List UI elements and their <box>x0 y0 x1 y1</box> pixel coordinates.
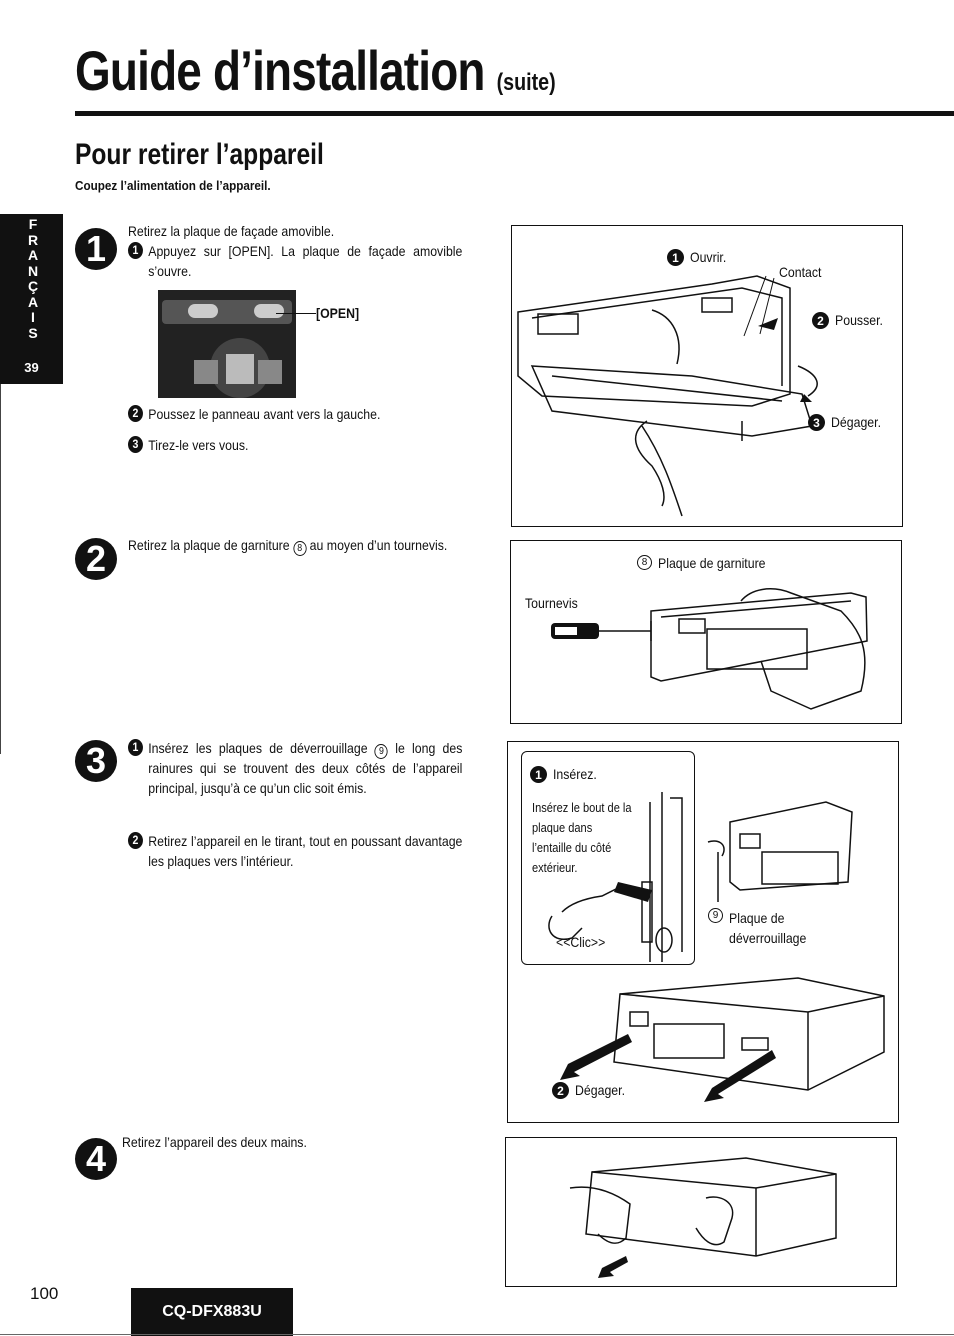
tab-letter: A <box>27 247 39 263</box>
page-number: 100 <box>30 1284 59 1303</box>
trim-plate-illustration <box>551 588 868 710</box>
badge-2: 2 <box>552 1082 569 1099</box>
bottom-rule <box>0 1334 954 1335</box>
ref-8: 8 <box>293 541 307 557</box>
tab-letter: I <box>31 309 35 325</box>
substep-text: Retirez l’appareil en le tirant, tout en… <box>148 833 463 869</box>
open-label: [OPEN] <box>316 305 360 321</box>
tab-letter: Ç <box>27 278 39 294</box>
step-3-substep-1: 1 Insérez les plaques de déverrouillage … <box>128 739 462 798</box>
language-side-tab: F R A N Ç A I S 39 <box>0 214 63 384</box>
open-panel-illustration <box>158 290 296 398</box>
substep-text: Poussez le panneau avant vers la gauche. <box>148 406 381 422</box>
section-title: Pour retirer l’appareil <box>75 138 324 171</box>
label-tournevis: Tournevis <box>525 595 578 611</box>
tab-letter: A <box>27 293 39 310</box>
badge-1: 1 <box>667 249 684 266</box>
faceplate-removal-illustration <box>517 275 818 517</box>
ref-8: 8 <box>637 555 652 570</box>
label-pousser: 2 Pousser. <box>812 312 889 329</box>
inset-insert-plate: 1 Insérez. Insérez le bout de la plaque … <box>521 751 695 965</box>
page-title-main: Guide d’installation <box>75 39 485 102</box>
figure-4-pull-out-unit <box>505 1137 897 1287</box>
figure-1-remove-faceplate: 1 Ouvrir. Contact 2 Pousser. 3 Dégager. <box>511 225 903 527</box>
step-1-substep-3: 3 Tirez-le vers vous. <box>128 436 462 456</box>
step-4-number: 4 <box>75 1138 117 1180</box>
ref-9: 9 <box>708 908 723 923</box>
label-inserez: 1 Insérez. <box>530 766 603 783</box>
figure-3-release-plates: 1 Insérez. Insérez le bout de la plaque … <box>507 741 899 1123</box>
step-1-intro: Retirez la plaque de façade amovible. <box>128 223 335 239</box>
tab-letter: S <box>28 324 38 341</box>
unit-release-illustration <box>560 801 885 1102</box>
label-contact: Contact <box>779 264 822 280</box>
title-rule <box>75 111 954 116</box>
step-1-number: 1 <box>75 228 117 270</box>
model-badge: CQ-DFX883U <box>131 1288 293 1336</box>
label-clic: <<Clic>> <box>556 934 606 950</box>
pull-out-unit-illustration <box>569 1157 837 1278</box>
label-degager: 3 Dégager. <box>808 414 888 431</box>
page-title: Guide d’installation (suite) <box>75 38 556 103</box>
label-plaque-garniture: 8 Plaque de garniture <box>637 555 780 571</box>
tab-letter: N <box>27 262 39 279</box>
badge-2: 2 <box>128 832 143 849</box>
ref-9: 9 <box>374 744 388 760</box>
label-plaque-deverrouillage: 9 Plaque de déverrouillage <box>708 908 849 948</box>
page-title-suffix: (suite) <box>496 69 556 96</box>
step-3-number: 3 <box>75 740 117 782</box>
step-1-substep-2: 2 Poussez le panneau avant vers la gauch… <box>128 405 462 425</box>
badge-2: 2 <box>128 405 143 422</box>
step-4-text: Retirez l’appareil des deux mains. <box>122 1134 307 1150</box>
badge-2: 2 <box>812 312 829 329</box>
side-tab-page: 39 <box>24 360 39 375</box>
open-button-photo <box>158 290 296 398</box>
language-letters: F R A N Ç A I S <box>24 216 42 341</box>
margin-line <box>0 384 1 754</box>
step-1-substep-1: 1 Appuyez sur [OPEN]. La plaque de façad… <box>128 242 462 281</box>
substep-text: Insérez les plaques de déverrouillage 9 … <box>148 740 463 796</box>
badge-1: 1 <box>128 242 143 259</box>
step-3-substep-2: 2 Retirez l’appareil en le tirant, tout … <box>128 832 462 871</box>
inset-illustration <box>548 792 683 962</box>
badge-3: 3 <box>128 436 143 453</box>
badge-1: 1 <box>530 766 547 783</box>
substep-text: Appuyez sur [OPEN]. La plaque de façade … <box>148 243 463 279</box>
substep-text: Tirez-le vers vous. <box>148 437 249 453</box>
badge-1: 1 <box>128 739 143 756</box>
figure-2-trim-plate: 8 Plaque de garniture Tournevis <box>510 540 902 724</box>
step-2-number: 2 <box>75 538 117 580</box>
label-degager-3: 2 Dégager. <box>552 1082 632 1099</box>
tab-letter: R <box>27 231 39 248</box>
step-2-text: Retirez la plaque de garniture 8 au moye… <box>128 536 462 557</box>
inset-note: Insérez le bout de la plaque dans l’enta… <box>532 800 632 875</box>
open-pointer-line <box>276 313 316 314</box>
section-subtitle: Coupez l’alimentation de l’appareil. <box>75 178 271 193</box>
badge-3: 3 <box>808 414 825 431</box>
label-ouvrir: 1 Ouvrir. <box>667 249 731 266</box>
tab-letter: F <box>28 216 38 232</box>
